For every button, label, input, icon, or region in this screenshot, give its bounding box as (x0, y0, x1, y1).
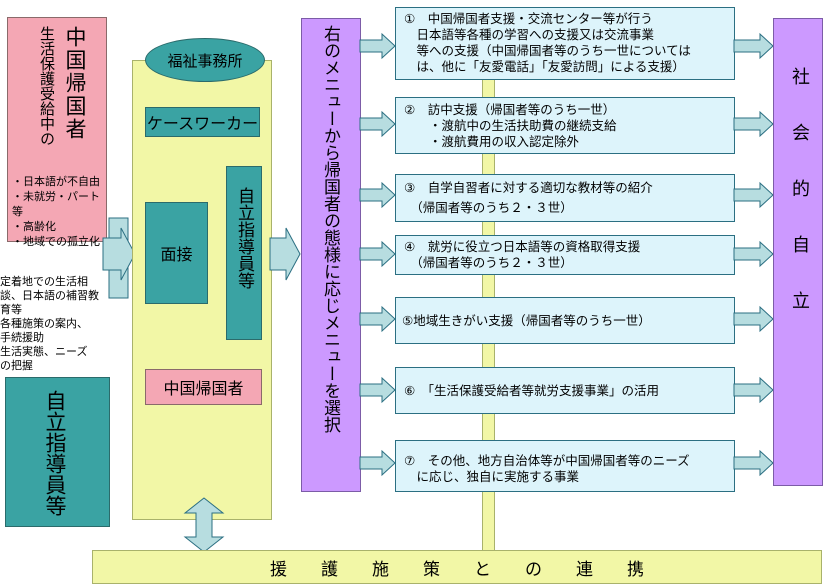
support-note: 談、日本語の補習教 (0, 289, 99, 302)
menu-item-line: ④ 就労に役立つ日本語等の資格取得支援 (404, 239, 641, 254)
arrow-to-goal-6 (733, 376, 774, 404)
menu-item-1: ① 中国帰国者支援・交流センター等が行う 日本語等各種の学習への支援又は交流事業… (395, 7, 735, 80)
condition-item: ・地域での孤立化 (12, 235, 100, 248)
social-independence-label: 社会的自立 (789, 67, 810, 347)
guidance-staff-box: 自立指導員等 (5, 377, 110, 527)
menu-item-7: ⑦ その他、地方自治体等が中国帰国者等のニーズ に応じ、独自に実施する事業 (395, 440, 735, 492)
support-note: 定着地での生活相 (0, 275, 88, 288)
office-guidance-label: 自立指導員等 (234, 187, 254, 289)
menu-item-line: に応じ、独自に実施する事業 (404, 469, 580, 484)
arrow-to-goal-4 (733, 240, 774, 268)
menu-item-line: 日本語等各種の学習への支援又は交流事業 (404, 27, 655, 42)
condition-item: ・未就労・パート等 (12, 190, 100, 218)
office-returnee-label: 中国帰国者 (163, 379, 244, 398)
condition-item: ・高齢化 (12, 220, 56, 233)
arrow-to-menu-5 (359, 305, 396, 333)
menu-item-line: ・渡航費用の収入認定除外 (404, 134, 580, 149)
social-independence-box: 社会的自立 (773, 18, 823, 486)
arrow-to-menu-3 (359, 181, 396, 209)
interview-label: 面接 (160, 245, 193, 264)
guidance-staff-label: 自立指導員等 (43, 390, 67, 516)
support-note: 手続援助 (0, 331, 44, 344)
caseworker-box: ケースワーカー (145, 107, 260, 137)
returnee-profile-title: 中国帰国者 (63, 26, 87, 141)
coordination-bar: 援 護 施 策 と の 連 携 (92, 550, 822, 584)
menu-item-6: ⑥ 「生活保護受給者等就労支援事業」の活用 (395, 367, 735, 414)
menu-item-line: ⑥ 「生活保護受給者等就労支援事業」の活用 (404, 383, 659, 398)
menu-item-line: は、他に「友愛電話」「友愛訪問」による支援） (404, 59, 685, 74)
caseworker-label: ケースワーカー (146, 114, 259, 133)
menu-item-line: ・渡航中の生活扶助費の継続支給 (404, 118, 617, 133)
menu-item-line: ③ 自学自習者に対する適切な教材等の紹介 (404, 180, 653, 195)
condition-item: ・日本語が不自由 (12, 175, 100, 188)
support-note: 各種施策の案内、 (0, 317, 88, 330)
menu-selection-bar: 右のメニューから帰国者の態様に応じメニューを選択 (301, 18, 361, 492)
menu-item-line: ⑤地域生きがい支援（帰国者等のうち一世） (402, 313, 651, 328)
right-arrow-into-office (102, 227, 136, 281)
menu-selection-text: 右のメニューから帰国者の態様に応じメニューを選択 (320, 25, 340, 433)
welfare-office-title: 福祉事務所 (145, 38, 265, 82)
returnee-profile-subtitle: 生活保護受給中の (38, 26, 56, 146)
arrow-to-goal-1 (733, 32, 774, 60)
menu-item-line: ② 訪中支援（帰国者等のうち一世） (404, 102, 616, 117)
arrow-to-menu-1 (359, 32, 396, 60)
menu-item-2: ② 訪中支援（帰国者等のうち一世） ・渡航中の生活扶助費の継続支給 ・渡航費用の… (395, 97, 735, 154)
menu-item-line: （帰国者等のうち２・３世） (404, 200, 573, 215)
support-note: の把握 (0, 359, 33, 372)
arrow-to-menu-6 (359, 376, 396, 404)
arrow-to-goal-2 (733, 110, 774, 138)
coordination-bar-text: 援 護 施 策 と の 連 携 (270, 559, 644, 580)
interview-box: 面接 (145, 202, 208, 304)
right-arrow-to-selection (269, 227, 301, 281)
menu-item-4: ④ 就労に役立つ日本語等の資格取得支援 （帰国者等のうち２・３世） (395, 235, 735, 275)
menu-item-line: （帰国者等のうち２・３世） (404, 255, 573, 270)
arrow-to-goal-7 (733, 449, 774, 477)
double-arrow-office-bottom (183, 497, 225, 553)
support-notes: 定着地での生活相 談、日本語の補習教 育等 各種施策の案内、 手続援助 生活実態… (0, 275, 120, 373)
arrow-to-menu-2 (359, 110, 396, 138)
returnee-profile-box: 中国帰国者 生活保護受給中の ・日本語が不自由 ・未就労・パート等 ・高齢化 ・… (7, 17, 107, 248)
arrow-to-goal-3 (733, 181, 774, 209)
arrow-to-menu-4 (359, 240, 396, 268)
support-note: 育等 (0, 303, 22, 316)
office-returnee-box: 中国帰国者 (145, 369, 262, 405)
arrow-to-goal-5 (733, 305, 774, 333)
menu-item-line: ⑦ その他、地方自治体等が中国帰国者等のニーズ (404, 453, 690, 468)
office-guidance-box: 自立指導員等 (226, 166, 262, 340)
arrow-to-menu-7 (359, 449, 396, 477)
menu-item-3: ③ 自学自習者に対する適切な教材等の紹介 （帰国者等のうち２・３世） (395, 174, 735, 222)
menu-item-line: ① 中国帰国者支援・交流センター等が行う (404, 11, 653, 26)
welfare-office-title-text: 福祉事務所 (167, 51, 243, 70)
menu-item-line: 等への支援（中国帰国者等のうち一世については (404, 43, 691, 58)
support-note: 生活実態、ニーズ (0, 345, 88, 358)
returnee-conditions: ・日本語が不自由 ・未就労・パート等 ・高齢化 ・地域での孤立化 (12, 174, 106, 249)
menu-item-5: ⑤地域生きがい支援（帰国者等のうち一世） (395, 297, 735, 344)
